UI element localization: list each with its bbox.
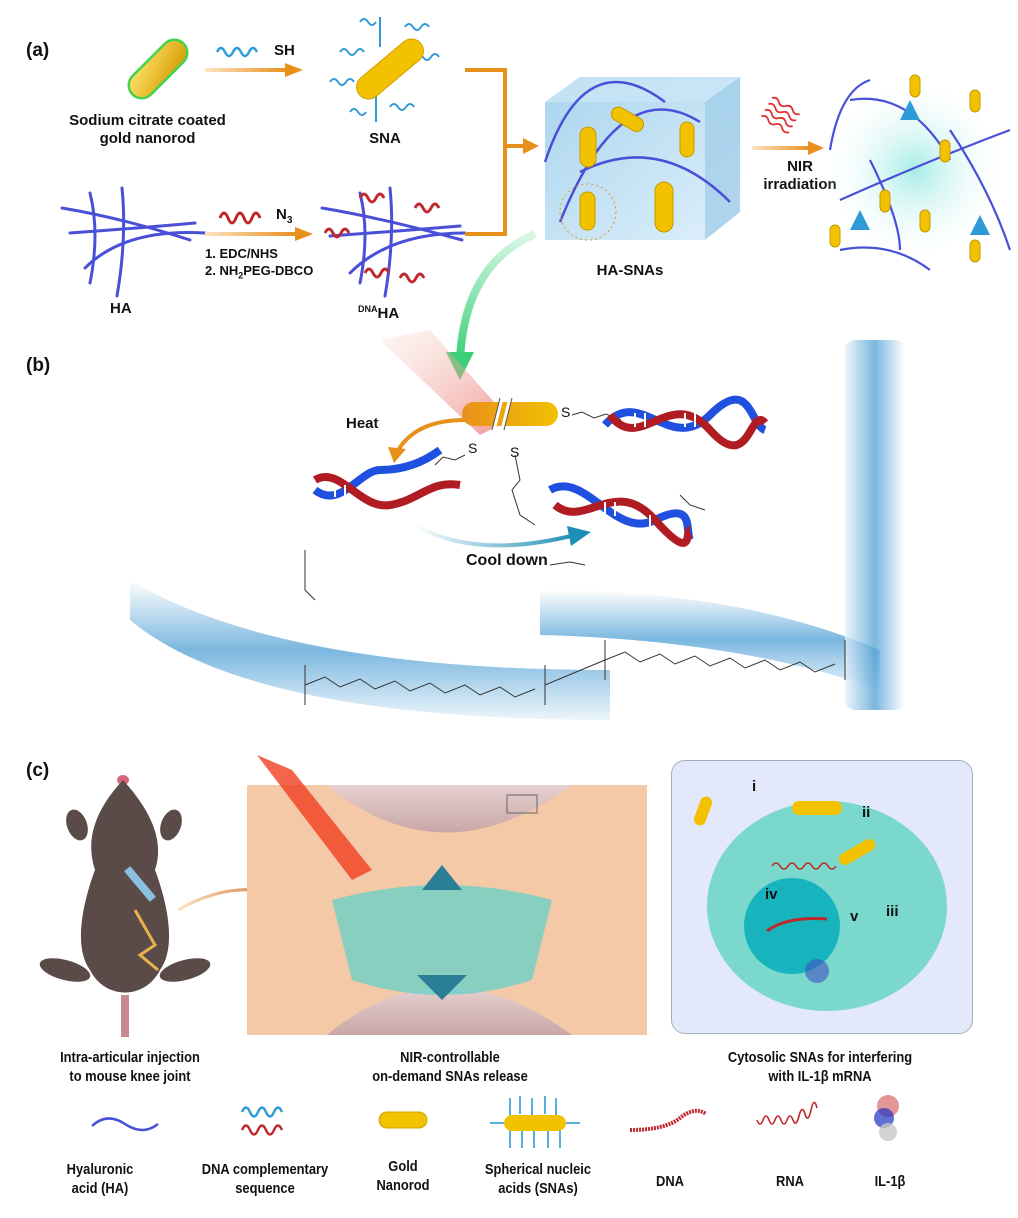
legend-ha-line2: acid (HA) — [71, 1180, 129, 1197]
thiol-dna-icon — [215, 46, 259, 58]
mouse-illustration — [39, 775, 211, 1037]
dna-legend-icon — [629, 1108, 708, 1132]
nir-line2: irradiation — [763, 176, 837, 193]
legend-gold-line1: Gold — [388, 1158, 418, 1175]
released-network — [820, 74, 1012, 271]
legend-label-dna: DNA — [656, 1173, 684, 1190]
nanorod-caption-line1: Sodium citrate coated — [69, 112, 226, 129]
gold-nanorod-icon — [127, 38, 189, 100]
cool-down-label: Cool down — [466, 552, 548, 569]
heat-arrow — [388, 418, 466, 463]
sna-legend-icon — [490, 1096, 580, 1148]
combine-bracket-arrow — [465, 68, 539, 236]
knee-joint-illustration — [247, 755, 647, 1035]
legend-label-dna-complementary: DNA complementary sequence — [179, 1160, 351, 1198]
azide-n: N — [276, 206, 287, 223]
azide-label: N3 — [276, 206, 292, 230]
ha-chemical-structure — [304, 640, 846, 705]
dna-complementary-icon — [240, 1106, 284, 1136]
azide-subscript: 3 — [286, 215, 293, 226]
gold-nanorod-legend-icon — [378, 1111, 428, 1129]
caption-release: NIR-controllable on-demand SNAs release — [338, 1048, 562, 1086]
thiol-linkers — [304, 411, 706, 601]
il1b-protein-icon — [874, 1095, 899, 1141]
panel-b-label: (b) — [26, 355, 51, 376]
legend-label-il1b: IL-1β — [874, 1173, 906, 1190]
panel-a-label: (a) — [26, 40, 50, 61]
legend-label-gold-nanorod: Gold Nanorod — [366, 1157, 440, 1195]
hasnas-caption: HA-SNAs — [596, 262, 664, 279]
caption-cytosolic-line1: Cytosolic SNAs for interfering — [727, 1049, 913, 1066]
arrow-to-sna — [205, 63, 303, 77]
azide-dna-icon — [218, 211, 262, 225]
step2-subscript: 2 — [238, 270, 244, 281]
sna-icon — [329, 17, 440, 122]
heat-label: Heat — [346, 415, 379, 432]
step-iv: iv — [765, 886, 778, 903]
dnaha-network-icon — [320, 186, 467, 298]
step2-prefix: 2. NH — [205, 263, 239, 278]
caption-cytosolic: Cytosolic SNAs for interfering with IL-1… — [691, 1048, 949, 1086]
nir-arrow — [752, 141, 824, 155]
legend-label-ha: Hyaluronic acid (HA) — [48, 1160, 151, 1198]
hydrogel-cube — [543, 77, 740, 241]
panel-c-label: (c) — [26, 760, 50, 781]
sna-caption: SNA — [369, 130, 401, 147]
sulfur-1: S — [561, 404, 571, 420]
dnaha-superscript: DNA — [358, 304, 378, 314]
step1-label: 1. EDC/NHS — [205, 246, 278, 261]
thiol-label: SH — [274, 42, 295, 59]
ha-chain-tube-right — [845, 340, 905, 710]
caption-release-line1: NIR-controllable — [400, 1049, 500, 1066]
caption-injection-line2: to mouse knee joint — [69, 1068, 191, 1085]
step-ii: ii — [862, 804, 871, 821]
legend-ha-line1: Hyaluronic — [66, 1161, 134, 1178]
caption-release-line2: on-demand SNAs release — [372, 1068, 528, 1085]
caption-cytosolic-line2: with IL-1β mRNA — [768, 1068, 872, 1085]
step2-label: 2. NH2PEG-DBCO — [205, 263, 313, 284]
legend-label-sna: Spherical nucleic acids (SNAs) — [461, 1160, 616, 1198]
rna-legend-icon — [756, 1101, 818, 1125]
legend-sna-line2: acids (SNAs) — [498, 1180, 578, 1197]
legend-label-rna: RNA — [776, 1173, 804, 1190]
nanorod-caption: Sodium citrate coated gold nanorod — [40, 112, 255, 148]
cool-down-arrow — [413, 523, 591, 548]
nanorod-caption-line2: gold nanorod — [99, 130, 196, 147]
step-iii: iii — [886, 903, 899, 920]
step2-suffix: PEG-DBCO — [243, 263, 314, 278]
dnaha-text: HA — [377, 305, 400, 322]
ha-network-icon — [60, 186, 207, 298]
arrow-to-dnaha — [205, 227, 313, 241]
nanorod-cut — [462, 397, 558, 431]
caption-injection-line1: Intra-articular injection — [60, 1049, 200, 1066]
legend-dnacomp-line1: DNA complementary — [201, 1161, 329, 1178]
step-v: v — [850, 908, 859, 925]
nir-caption: NIR irradiation — [760, 158, 840, 194]
dna-duplex-2 — [548, 482, 694, 547]
sulfur-2: S — [468, 440, 478, 456]
nir-line1: NIR — [787, 158, 813, 175]
legend-gold-line2: Nanorod — [376, 1177, 430, 1194]
caption-injection: Intra-articular injection to mouse knee … — [35, 1048, 224, 1086]
dna-duplex-melted — [312, 446, 461, 510]
ha-chain-tube-left — [130, 580, 610, 720]
nir-wave-icon — [761, 96, 800, 134]
sulfur-3: S — [510, 444, 520, 460]
step-i: i — [752, 778, 757, 795]
dna-duplex-1 — [601, 395, 769, 450]
ha-caption: HA — [110, 300, 132, 317]
cell-illustration — [693, 796, 947, 1011]
dnaha-caption: DNAHA — [358, 300, 399, 323]
legend-sna-line1: Spherical nucleic — [484, 1161, 592, 1178]
cell-zoom-panel — [671, 760, 973, 1034]
legend-dnacomp-line2: sequence — [235, 1180, 295, 1197]
hyaluronic-acid-icon — [91, 1117, 159, 1132]
ha-chain-tube-middle — [540, 590, 880, 690]
